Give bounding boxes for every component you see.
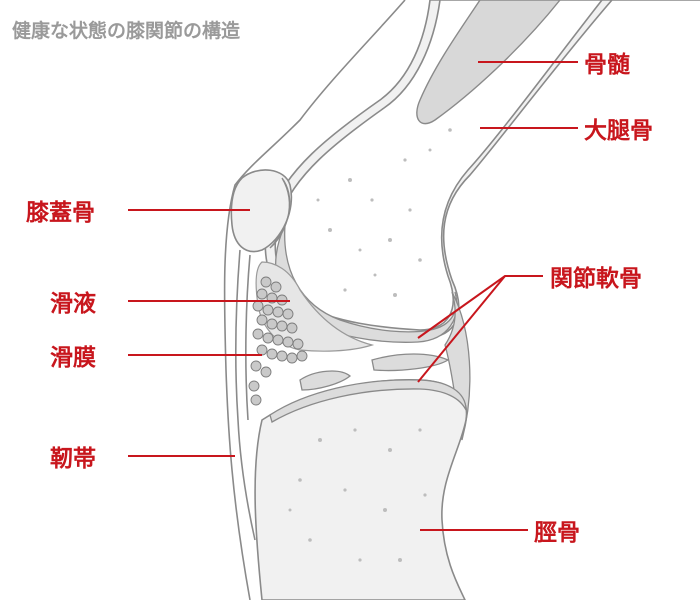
cartilage-leader-2	[417, 275, 506, 383]
synovium-label: 滑膜	[50, 345, 96, 371]
bone-texture	[288, 128, 452, 562]
tibia-cartilage	[269, 379, 467, 423]
patellar-ligament	[235, 249, 256, 541]
ligament-label: 靭帯	[50, 445, 96, 472]
meniscus-front	[299, 370, 352, 391]
synovium-cluster	[248, 276, 308, 406]
skin-outline	[223, 0, 406, 600]
tibia-label: 脛骨	[534, 520, 580, 546]
patella-cartilage	[269, 177, 291, 249]
ligament-inner-line	[245, 254, 251, 421]
femur-inner	[274, 0, 604, 331]
marrow-label: 骨髄	[584, 51, 630, 78]
diagram-title: 健康な状態の膝関節の構造	[12, 19, 241, 42]
articular-cartilage-label: 関節軟骨	[550, 265, 642, 292]
meniscus-back	[371, 353, 450, 372]
patella-label: 膝蓋骨	[26, 200, 95, 226]
synovial-fluid-label: 滑液	[50, 290, 96, 317]
patella-shape	[230, 169, 293, 253]
femur-label: 大腿骨	[584, 118, 653, 144]
